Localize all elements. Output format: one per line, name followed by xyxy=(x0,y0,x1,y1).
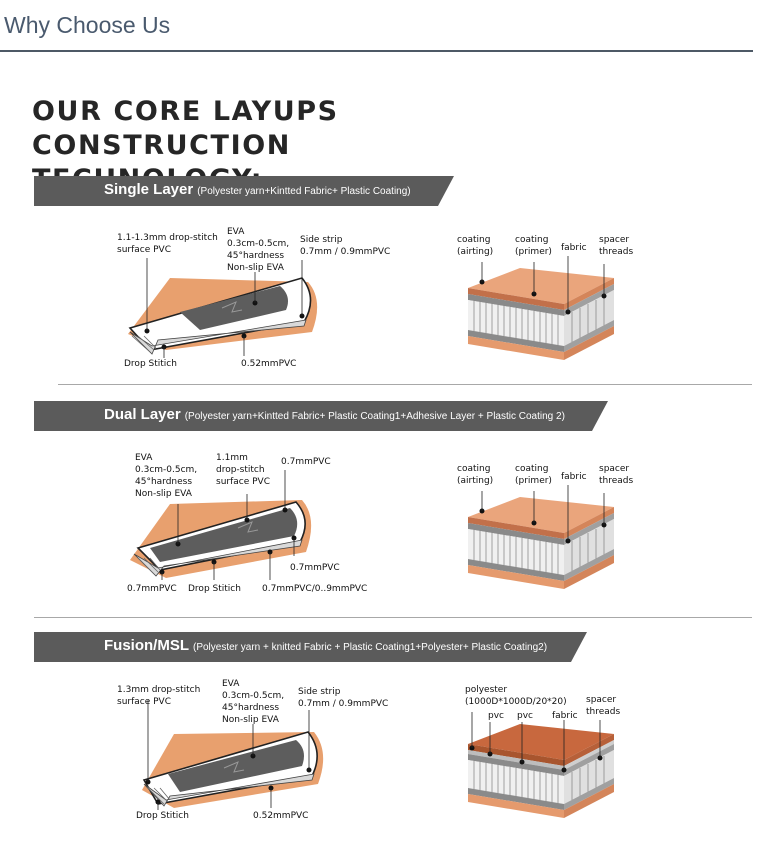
board-label-eva: EVA 0.3cm-0.5cm, 45°hardness Non-slip EV… xyxy=(222,679,285,725)
section-divider xyxy=(34,617,752,618)
layer-label-fabric: fabric xyxy=(561,243,587,253)
layer-label-spacer-threads: spacer threads xyxy=(586,695,621,717)
section-name: Single Layer xyxy=(104,181,194,198)
layer-label-fabric: fabric xyxy=(552,711,578,721)
page-header-title: Why Choose Us xyxy=(4,12,171,38)
board-label-side-pvc: 0.7mmPVC xyxy=(290,563,340,573)
section-description: (Polyester yarn+Kintted Fabric+ Plastic … xyxy=(197,186,411,197)
layer-label-polyester: polyester (1000D*1000D/20*20) xyxy=(465,685,567,707)
board-illustration-single-layer xyxy=(128,258,318,358)
board-label-bottom-pvc: 0.52mmPVC xyxy=(241,359,297,369)
board-label-drop-stitch: Drop Stitich xyxy=(136,811,189,821)
board-label-surface-pvc: 1.1mm drop-stitch surface PVC xyxy=(216,453,270,487)
layer-illustration-single-layer xyxy=(468,256,614,360)
section-bar-fusion-msl: Fusion/MSL (Polyester yarn + knitted Fabr… xyxy=(34,632,587,662)
layer-label-pvc: pvc xyxy=(517,711,533,721)
layer-label-coating-airting: coating (airting) xyxy=(457,235,494,257)
layer-label-spacer-threads: spacer threads xyxy=(599,464,634,486)
board-label-drop-stitch: Drop Stitich xyxy=(124,359,177,369)
section-description: (Polyester yarn + knitted Fabric + Plast… xyxy=(193,642,548,653)
section-divider xyxy=(58,384,752,385)
layer-label-pvc: pvc xyxy=(488,711,504,721)
layer-illustration-fusion-msl xyxy=(468,712,614,818)
board-label-eva: EVA 0.3cm-0.5cm, 45°hardness Non-slip EV… xyxy=(135,453,198,499)
board-label-top-pvc: 0.7mmPVC xyxy=(281,457,331,467)
section-name: Fusion/MSL xyxy=(104,637,189,654)
layer-label-fabric: fabric xyxy=(561,472,587,482)
layer-label-coating-airting: coating (airting) xyxy=(457,464,494,486)
board-label-surface-pvc: 1.1-1.3mm drop-stitch surface PVC xyxy=(117,233,218,255)
layer-label-coating-primer: coating (primer) xyxy=(515,464,552,486)
board-illustration-fusion-msl xyxy=(142,700,324,810)
board-label-bottom-pvc: 0.52mmPVC xyxy=(253,811,309,821)
layer-label-spacer-threads: spacer threads xyxy=(599,235,634,257)
section-bar-single-layer: Single Layer(Polyester yarn+Kintted Fabr… xyxy=(34,176,454,206)
section-description: (Polyester yarn+Kintted Fabric+ Plastic … xyxy=(184,411,565,422)
section-name: Dual Layer xyxy=(104,406,181,423)
layer-label-coating-primer: coating (primer) xyxy=(515,235,552,257)
board-label-surface-pvc: 1.3mm drop-stitch surface PVC xyxy=(117,685,201,707)
board-label-drop-stitch: Drop Stitich xyxy=(188,584,241,594)
board-label-rail-pvc: 0.7mmPVC/0..9mmPVC xyxy=(262,584,368,594)
section-bar-dual-layer: Dual Layer(Polyester yarn+Kintted Fabric… xyxy=(34,401,608,431)
board-label-side-strip: Side strip 0.7mm / 0.9mmPVC xyxy=(300,235,391,257)
board-label-eva: EVA 0.3cm-0.5cm, 45°hardness Non-slip EV… xyxy=(227,227,290,273)
board-illustration-dual-layer xyxy=(130,470,312,580)
layer-illustration-dual-layer xyxy=(468,485,614,589)
board-label-bottom-pvc: 0.7mmPVC xyxy=(127,584,177,594)
header-divider xyxy=(0,50,753,52)
board-label-side-strip: Side strip 0.7mm / 0.9mmPVC xyxy=(298,687,389,709)
